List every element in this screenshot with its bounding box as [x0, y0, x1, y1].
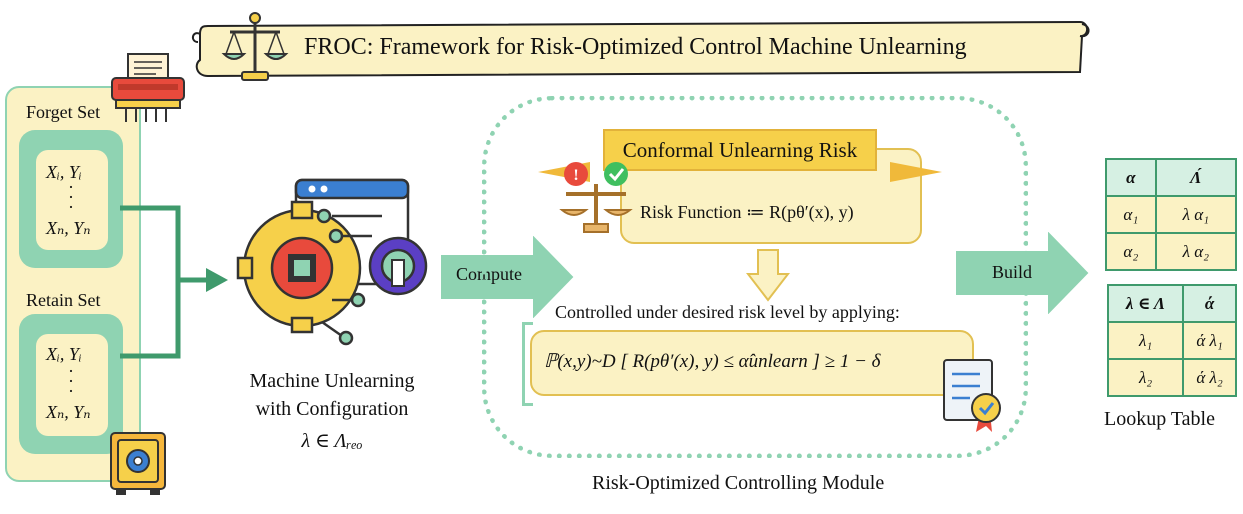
- retain-set-label: Retain Set: [26, 290, 101, 310]
- table1-cell: λ α₂: [1154, 232, 1238, 271]
- forget-ellipsis: ···: [68, 177, 74, 217]
- shredder-icon: [111, 53, 185, 122]
- table1-cell: α₂: [1105, 232, 1157, 271]
- svg-text:!: !: [573, 167, 578, 184]
- mu-line1: Machine Unlearning: [249, 370, 415, 392]
- mu-line2: with Configuration: [255, 398, 409, 420]
- build-arrow: [956, 232, 1089, 314]
- table1-cell: λ α₁: [1154, 195, 1238, 234]
- controlled-text: Controlled under desired risk level by a…: [555, 302, 900, 322]
- compute-arrow: [441, 236, 574, 318]
- table2-cell: λ₁: [1106, 321, 1185, 360]
- compute-label: Compute: [456, 264, 522, 284]
- table2-cell: ά λ₁: [1182, 321, 1237, 360]
- formula-box: [530, 330, 974, 396]
- justice-scale-icon: [221, 12, 289, 81]
- risk-function-text: Risk Function ≔ R(pθ′(x), y): [640, 202, 854, 222]
- forget-row-last: Xₙ, Yₙ: [46, 218, 91, 238]
- machine-unlearning-icon: [236, 178, 428, 346]
- forget-set-label: Forget Set: [26, 102, 101, 122]
- build-label: Build: [992, 262, 1033, 282]
- lookup-table-caption: Lookup Table: [1104, 408, 1215, 430]
- table2-cell: λ₂: [1106, 358, 1185, 397]
- balance-scale-icon: !: [559, 162, 633, 233]
- retain-set-box: [36, 334, 108, 436]
- formula-bracket-left: [522, 322, 533, 406]
- retain-ellipsis: ···: [68, 361, 74, 401]
- forget-set-box: [36, 150, 108, 250]
- mu-line3: λ ∈ Λᵣₑₒ: [301, 430, 363, 452]
- table2-header-alpha: ά: [1182, 284, 1237, 323]
- title-banner: [192, 20, 1090, 78]
- lookup-table-alpha: α Λ́ α₁ λ α₁ α₂ λ α₂: [1105, 158, 1238, 271]
- table1-header-alpha: α: [1105, 158, 1157, 197]
- risk-banner: [538, 129, 942, 182]
- data-connector: [120, 205, 228, 359]
- safe-icon: [110, 432, 166, 495]
- table1-header-lambda: Λ́: [1154, 158, 1238, 197]
- risk-banner-text: Conformal Unlearning Risk: [622, 138, 858, 162]
- module-caption: Risk-Optimized Controlling Module: [592, 472, 885, 494]
- retain-row-first: Xᵢ, Yᵢ: [46, 344, 82, 364]
- forget-row-first: Xᵢ, Yᵢ: [46, 162, 82, 182]
- formula-text: ℙ(x,y)~D [ R(pθ′(x), y) ≤ α̂unlearn ] ≥ …: [544, 351, 881, 372]
- retain-row-last: Xₙ, Yₙ: [46, 402, 91, 422]
- title-text: FROC: Framework for Risk-Optimized Contr…: [304, 34, 967, 60]
- table1-cell: α₁: [1105, 195, 1157, 234]
- table2-header-lambda: λ ∈ Λ: [1106, 284, 1185, 323]
- down-arrow: [746, 249, 790, 302]
- lookup-table-lambda: λ ∈ Λ ά λ₁ ά λ₁ λ₂ ά λ₂: [1106, 284, 1237, 397]
- certificate-icon: [943, 359, 1001, 432]
- table2-cell: ά λ₂: [1182, 358, 1237, 397]
